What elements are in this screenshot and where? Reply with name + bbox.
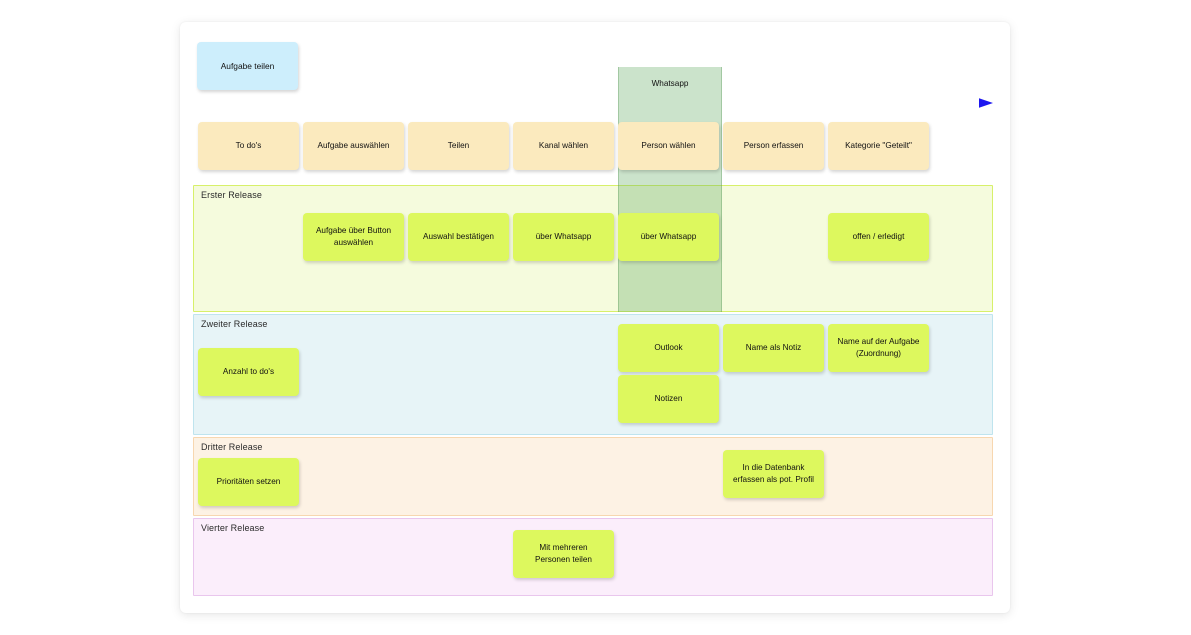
story-card-r3-c0[interactable]: Prioritäten setzen	[198, 458, 299, 506]
step-card-1[interactable]: To do's	[198, 122, 299, 170]
step-card-2[interactable]: Aufgabe auswählen	[303, 122, 404, 170]
step-card-6-label: Person erfassen	[743, 141, 804, 151]
story-card-r1-c2[interactable]: Auswahl bestätigen	[408, 213, 509, 261]
story-card-r1-c2-label: Auswahl bestätigen	[422, 232, 494, 242]
highlight-column-label: Whatsapp	[651, 79, 689, 88]
step-card-5[interactable]: Person wählen	[618, 122, 719, 170]
story-card-r2-c5[interactable]: Name als Notiz	[723, 324, 824, 372]
story-map-canvas[interactable]: Erster Release Zweiter Release Dritter R…	[180, 22, 1010, 613]
story-card-r1-c4[interactable]: über Whatsapp	[618, 213, 719, 261]
story-card-r1-c4-label: über Whatsapp	[640, 232, 697, 242]
step-card-1-label: To do's	[235, 141, 262, 151]
release-label-zweiter: Zweiter Release	[201, 319, 268, 329]
story-card-r1-c6[interactable]: offen / erledigt	[828, 213, 929, 261]
story-card-r2-c5-label: Name als Notiz	[745, 343, 802, 353]
story-card-r4-c3-label: Mit mehreren Personen teilen	[535, 543, 592, 564]
story-card-r2-c0[interactable]: Anzahl to do's	[198, 348, 299, 396]
story-card-r1-c6-label: offen / erledigt	[852, 232, 905, 242]
step-card-5-label: Person wählen	[641, 141, 696, 151]
story-card-r2-c0-label: Anzahl to do's	[222, 367, 275, 377]
step-card-7[interactable]: Kategorie "Geteilt"	[828, 122, 929, 170]
release-band-dritter[interactable]: Dritter Release	[193, 437, 993, 516]
activity-card-aufgabe-teilen[interactable]: Aufgabe teilen	[197, 42, 298, 90]
story-card-r2-c4-b-label: Notizen	[654, 394, 683, 404]
timeline-arrowhead	[979, 98, 993, 108]
story-card-r3-c0-label: Prioritäten setzen	[216, 477, 281, 487]
story-card-r1-c3-label: über Whatsapp	[535, 232, 592, 242]
release-label-erster: Erster Release	[201, 190, 262, 200]
step-card-3-label: Teilen	[447, 141, 470, 151]
story-card-r1-c3[interactable]: über Whatsapp	[513, 213, 614, 261]
story-card-r2-c4-b[interactable]: Notizen	[618, 375, 719, 423]
story-card-r2-c6[interactable]: Name auf der Aufgabe (Zuordnung)	[828, 324, 929, 372]
story-card-r1-c1[interactable]: Aufgabe über Button auswählen	[303, 213, 404, 261]
step-card-6[interactable]: Person erfassen	[723, 122, 824, 170]
release-label-vierter: Vierter Release	[201, 523, 265, 533]
release-label-dritter: Dritter Release	[201, 442, 263, 452]
activity-card-label: Aufgabe teilen	[220, 60, 275, 71]
story-card-r2-c6-label: Name auf der Aufgabe (Zuordnung)	[837, 337, 920, 358]
board-card: Erster Release Zweiter Release Dritter R…	[180, 22, 1010, 613]
step-card-4-label: Kanal wählen	[538, 141, 589, 151]
highlight-column-whatsapp[interactable]: Whatsapp	[618, 67, 722, 312]
story-card-r3-c5-label: In die Datenbank erfassen als pot. Profi…	[732, 463, 814, 484]
step-card-7-label: Kategorie "Geteilt"	[845, 141, 912, 151]
step-card-3[interactable]: Teilen	[408, 122, 509, 170]
story-card-r3-c5[interactable]: In die Datenbank erfassen als pot. Profi…	[723, 450, 824, 498]
story-card-r1-c1-label: Aufgabe über Button auswählen	[315, 226, 392, 247]
step-card-2-label: Aufgabe auswählen	[317, 141, 390, 151]
story-card-r2-c4-a-label: Outlook	[654, 343, 683, 353]
story-card-r2-c4-a[interactable]: Outlook	[618, 324, 719, 372]
story-card-r4-c3[interactable]: Mit mehreren Personen teilen	[513, 530, 614, 578]
step-card-4[interactable]: Kanal wählen	[513, 122, 614, 170]
timeline-arrow	[198, 98, 993, 108]
